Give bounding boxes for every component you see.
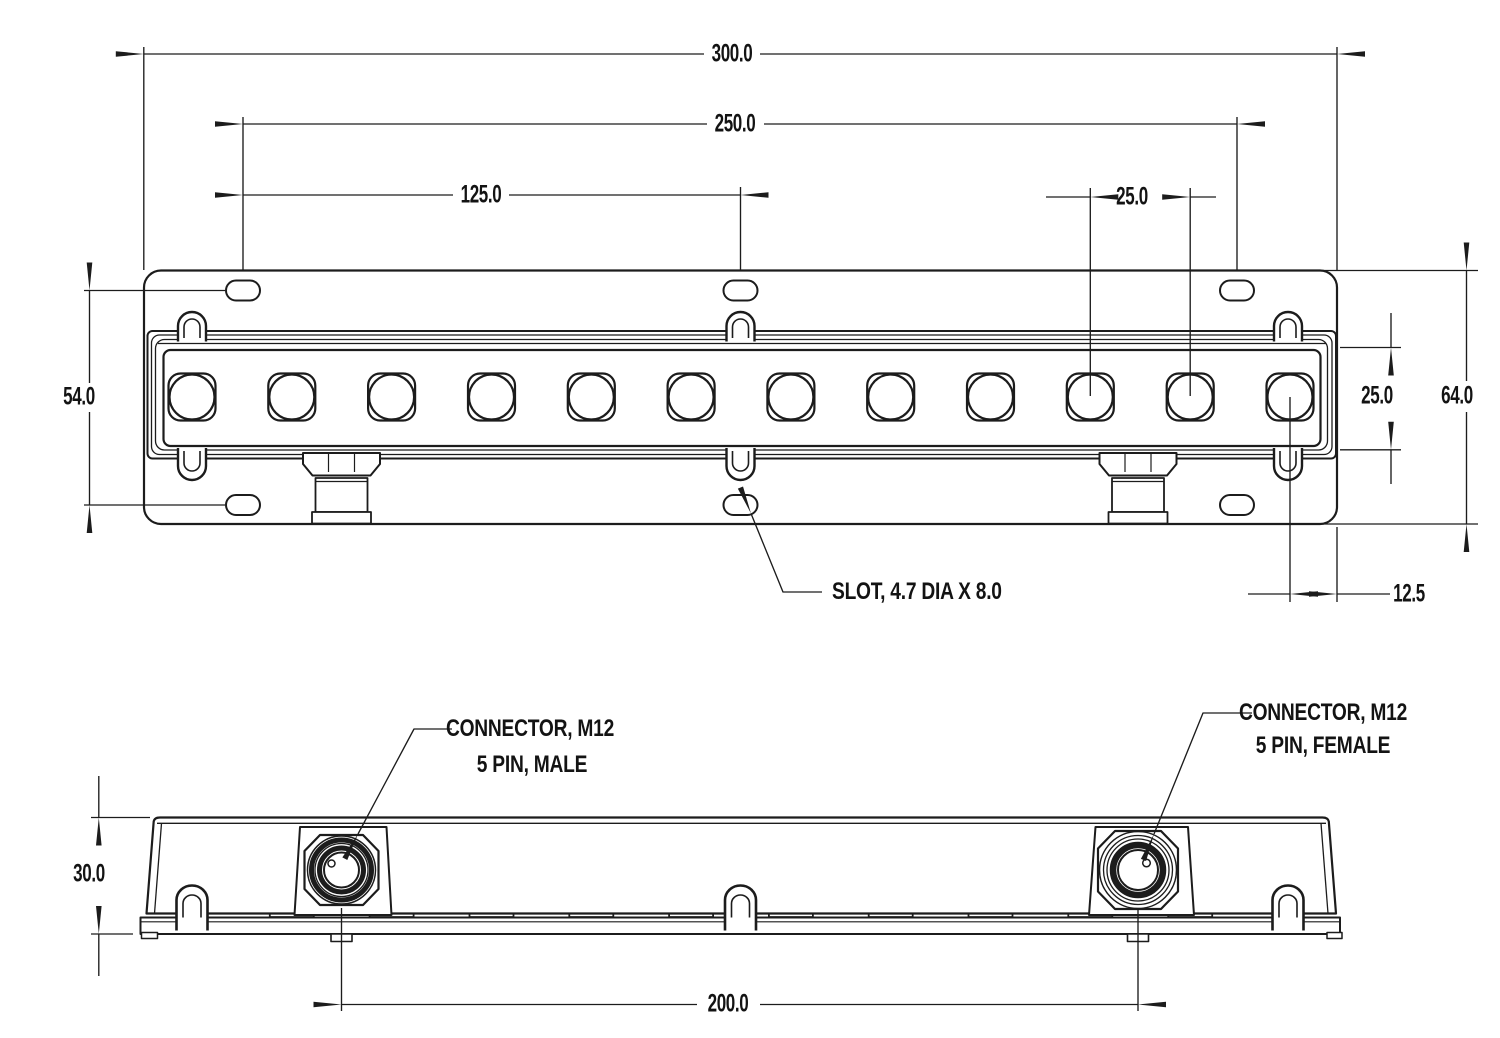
dim-text-slot-span: 250.0 bbox=[714, 109, 756, 138]
dim-led-pitch-25 bbox=[1046, 188, 1216, 396]
dim-overall-height-64 bbox=[1322, 242, 1478, 552]
connector-boss-male bbox=[293, 826, 393, 916]
dim-text-overall-width: 300.0 bbox=[711, 39, 753, 68]
led-aperture bbox=[466, 372, 517, 422]
connector-top-female bbox=[1098, 452, 1178, 525]
dim-lens-height-25 bbox=[1340, 313, 1401, 484]
dim-text-end-offset: 12.5 bbox=[1393, 579, 1425, 608]
connector-male-leader bbox=[342, 728, 452, 861]
keyway-mark bbox=[1141, 858, 1152, 868]
dim-text-overall-height: 64.0 bbox=[1441, 381, 1473, 410]
mounting-slot bbox=[1219, 494, 1255, 516]
led-aperture bbox=[367, 372, 417, 422]
connector-male-label-line2: 5 PIN, MALE bbox=[476, 751, 588, 778]
dim-text-lens-height: 25.0 bbox=[1361, 381, 1393, 410]
connector-female-label-line2: 5 PIN, FEMALE bbox=[1255, 732, 1391, 759]
light-bar-housing bbox=[146, 330, 1337, 460]
mounting-slot bbox=[225, 494, 261, 516]
led-aperture bbox=[267, 372, 317, 422]
led-aperture bbox=[866, 372, 916, 422]
led-aperture bbox=[965, 372, 1016, 422]
dim-slot-half-span-125 bbox=[215, 187, 769, 270]
dim-text-connector-spacing: 200.0 bbox=[707, 989, 749, 1018]
dimensions-top-view bbox=[84, 47, 1478, 602]
dim-overall-width-300 bbox=[115, 47, 1365, 270]
led-aperture bbox=[666, 372, 716, 422]
dim-slot-vertical-54 bbox=[84, 262, 225, 533]
end-foot bbox=[1326, 931, 1343, 940]
retention-clips-top bbox=[176, 310, 1304, 342]
dim-text-led-pitch: 25.0 bbox=[1116, 182, 1148, 211]
dim-text-slot-half-span: 125.0 bbox=[460, 180, 502, 209]
dim-body-height-30 bbox=[91, 776, 150, 976]
dim-connector-spacing-200 bbox=[313, 908, 1166, 1011]
connector-male-label-line1: CONNECTOR, M12 bbox=[445, 715, 615, 742]
mounting-clips-side bbox=[175, 884, 1305, 931]
slot-note-leader bbox=[737, 486, 822, 593]
led-aperture bbox=[766, 372, 816, 422]
connector-boss-female bbox=[1088, 826, 1195, 916]
dim-slot-span-250 bbox=[215, 117, 1265, 270]
connector-female-label-line1: CONNECTOR, M12 bbox=[1238, 699, 1408, 726]
body-profile bbox=[145, 816, 1338, 915]
top-view bbox=[142, 269, 1339, 526]
lens-opening bbox=[162, 348, 1322, 448]
led-aperture bbox=[167, 372, 217, 422]
connector-female-leader bbox=[1140, 712, 1252, 862]
mounting-slot bbox=[722, 279, 759, 302]
dimensions-side-view bbox=[91, 712, 1252, 1011]
retention-clips-bottom bbox=[176, 448, 1304, 482]
mounting-slot bbox=[1219, 279, 1255, 302]
dim-end-offset-12-5 bbox=[1248, 397, 1390, 602]
led-aperture bbox=[566, 372, 616, 422]
dim-text-body-height: 30.0 bbox=[73, 859, 105, 888]
slot-note-text: SLOT, 4.7 DIA X 8.0 bbox=[832, 578, 1002, 605]
led-apertures bbox=[167, 372, 1315, 422]
dim-text-slot-vertical: 54.0 bbox=[63, 382, 95, 411]
mounting-slots bbox=[225, 279, 1255, 516]
end-foot bbox=[140, 931, 159, 940]
keyway-mark bbox=[327, 859, 336, 868]
connector-face-male bbox=[306, 835, 377, 905]
side-view bbox=[139, 816, 1343, 943]
mounting-slot bbox=[225, 279, 261, 302]
connector-top-male bbox=[302, 452, 381, 525]
